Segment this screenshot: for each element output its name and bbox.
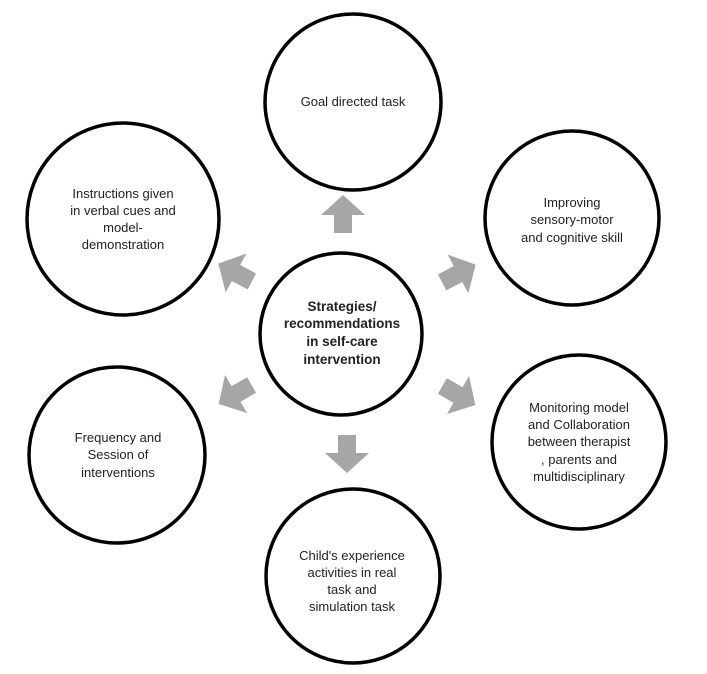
circles-layer <box>25 12 668 665</box>
circle-top-right <box>483 129 661 307</box>
center-label: Strategies/ recommendations in self-care… <box>268 282 416 384</box>
node-bottom-left-line-1: Frequency and <box>74 430 162 446</box>
node-bottom-left-line-3: interventions <box>81 464 155 480</box>
node-bottom-line-1: Child's experience <box>299 547 405 563</box>
circle-top <box>263 12 443 192</box>
node-bottom-right-line-5: multidisciplinary <box>533 468 625 484</box>
circle-bottom-right <box>490 353 668 531</box>
arrow-to-top <box>321 195 365 233</box>
node-top-right-line-2: sensory-motor <box>530 212 614 228</box>
arrow-to-top-left <box>218 253 257 293</box>
center-label-line-1: Strategies/ <box>307 298 377 314</box>
node-top-line-1: Goal directed task <box>300 94 406 110</box>
node-monitoring-collaboration-label: Monitoring model and Collaboration betwe… <box>499 384 659 500</box>
node-top-left-line-1: Instructions given <box>72 185 174 201</box>
node-bottom-line-2: activities in real <box>307 564 397 580</box>
node-bottom-line-3: task and <box>327 582 377 597</box>
center-label-line-2: recommendations <box>283 316 401 332</box>
node-top-left-line-3: model- <box>103 220 143 235</box>
arrow-to-bottom-left <box>218 374 257 414</box>
node-child-experience-label: Child's experience activities in real ta… <box>262 534 442 628</box>
node-frequency-session-label: Frequency and Session of interventions <box>38 420 198 490</box>
node-instructions-label: Instructions given in verbal cues and mo… <box>38 172 208 266</box>
node-sensory-motor-label: Improving sensory-motor and cognitive sk… <box>497 185 647 255</box>
arrow-to-bottom <box>325 435 369 473</box>
node-bottom-right-line-4: , parents and <box>541 451 617 467</box>
node-goal-directed-task-label: Goal directed task <box>268 80 438 124</box>
center-label-line-3: in self-care <box>306 334 378 349</box>
circle-bottom-left <box>27 365 207 545</box>
circle-top-left <box>25 121 221 317</box>
arrow-to-top-right <box>437 254 476 294</box>
node-top-left-line-4: demonstration <box>81 237 165 253</box>
node-top-right-line-3: and cognitive skill <box>521 229 623 245</box>
arrows-layer <box>218 195 476 473</box>
node-bottom-left-line-2: Session of <box>87 447 149 463</box>
circle-bottom <box>264 487 442 665</box>
node-bottom-right-line-3: between therapist <box>527 434 631 450</box>
node-bottom-line-4: simulation task <box>309 599 395 615</box>
node-bottom-right-line-1: Monitoring model <box>529 400 629 416</box>
center-label-line-4: intervention <box>303 351 381 367</box>
node-top-left-line-2: in verbal cues and <box>70 202 176 218</box>
circle-center <box>258 251 424 417</box>
node-bottom-right-line-2: and Collaboration <box>528 417 630 433</box>
node-top-right-line-1: Improving <box>543 195 601 211</box>
arrow-to-bottom-right <box>437 375 476 415</box>
